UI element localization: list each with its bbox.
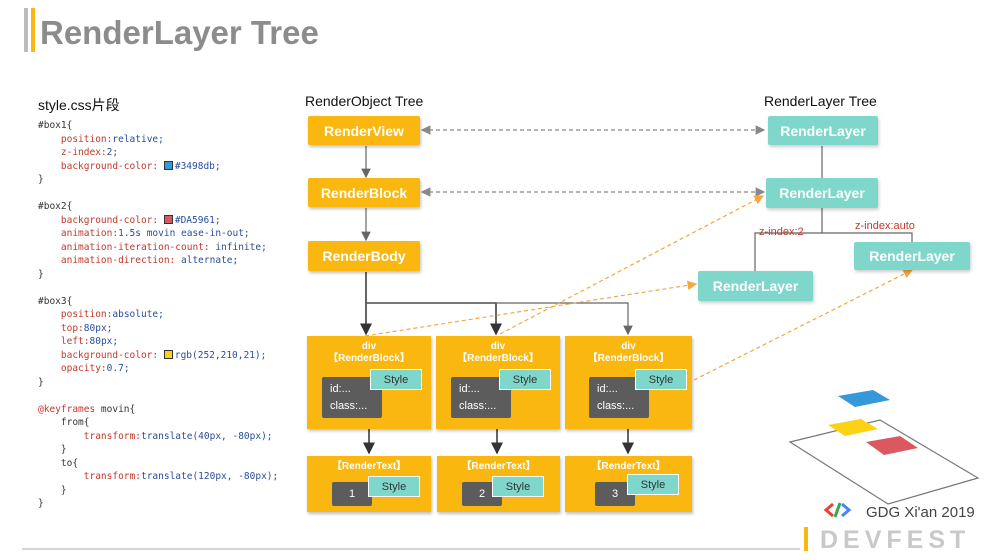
style-badge: Style xyxy=(370,369,422,390)
code-prop: left: xyxy=(60,336,90,347)
code-keyframes-name: movin{ xyxy=(95,403,136,415)
div-tag-label: div xyxy=(621,341,636,352)
devfest-logo-text: DEVFEST xyxy=(820,526,971,554)
class-attr: class:... xyxy=(597,400,635,412)
code-prop: background-color: xyxy=(60,349,164,361)
code-value: absolute; xyxy=(112,309,164,320)
style-badge: Style xyxy=(499,369,551,390)
code-selector: #box1{ xyxy=(38,120,73,131)
code-title: style.css片段 xyxy=(38,97,120,113)
code-prop: animation-direction: xyxy=(60,255,181,266)
render-text-label: 【RenderText】 xyxy=(461,461,536,472)
code-value: rgb(252,210,21); xyxy=(174,349,267,361)
code-keyframe-from: from{ xyxy=(60,417,90,428)
code-value: alternate; xyxy=(181,255,239,266)
gdg-logo-text: GDG Xi'an 2019 xyxy=(866,504,975,521)
code-keyframe-to: to{ xyxy=(60,457,79,469)
class-attr: class:... xyxy=(330,400,368,412)
code-brace: } xyxy=(38,174,44,185)
code-value: translate(120px, -80px); xyxy=(140,471,279,482)
layer-block-children xyxy=(754,208,913,271)
div-render-block-label: 【RenderBlock】 xyxy=(457,353,539,364)
div-card-1: div 【RenderBlock】 id:... class:... Style xyxy=(307,336,431,429)
style-badge: Style xyxy=(368,476,420,497)
node-render-block: RenderBlock xyxy=(308,178,420,207)
devfest-accent-bar xyxy=(804,527,808,551)
render-object-tree-heading: RenderObject Tree xyxy=(305,93,424,109)
div-render-block-label: 【RenderBlock】 xyxy=(328,353,410,364)
render-text-card-3: 【RenderText】 3 Style xyxy=(565,456,692,512)
code-prop: top: xyxy=(60,322,84,334)
code-value: 1.5s movin ease-in-out; xyxy=(118,228,250,239)
code-brace: } xyxy=(38,498,44,509)
code-brace: } xyxy=(38,268,44,280)
style-badge: Style xyxy=(492,476,544,497)
code-value: infinite; xyxy=(215,241,267,253)
node-render-body: RenderBody xyxy=(308,241,420,271)
code-prop: position: xyxy=(60,309,113,320)
code-prop: z-index: xyxy=(60,147,107,158)
code-value: #3498db; xyxy=(174,160,221,172)
arrow-body-to-div3 xyxy=(366,302,633,336)
code-prop: background-color: xyxy=(60,160,164,172)
style-badge: Style xyxy=(635,369,687,390)
layer-node-block: RenderLayer xyxy=(766,178,878,208)
div-tag-label: div xyxy=(490,341,506,352)
css-code-block: #box1{ position:relative; z-index:2; bac… xyxy=(38,119,278,511)
text-node-number: 1 xyxy=(332,482,372,506)
layer-node-root: RenderLayer xyxy=(768,116,878,145)
div-card-2: div 【RenderBlock】 id:... class:... Style xyxy=(436,336,560,429)
render-text-label: 【RenderText】 xyxy=(331,461,407,472)
code-value: 80px; xyxy=(83,322,113,334)
color-swatch-icon xyxy=(163,160,173,170)
code-brace: } xyxy=(38,376,44,388)
link-div2-layer-block xyxy=(499,195,765,335)
code-selector: #box3{ xyxy=(38,295,73,307)
page-title: RenderLayer Tree xyxy=(40,14,319,51)
z-index-auto-label: z-index:auto xyxy=(855,220,915,232)
code-brace: } xyxy=(60,444,67,455)
code-prop: animation-iteration-count: xyxy=(60,241,216,253)
color-swatch-icon xyxy=(163,349,173,359)
link-div3-layer-auto xyxy=(693,269,914,381)
code-value: translate(40px, -80px); xyxy=(140,430,273,442)
render-text-card-1: 【RenderText】 1 Style xyxy=(307,456,431,512)
render-text-label: 【RenderText】 xyxy=(591,461,666,472)
code-value: relative; xyxy=(112,133,164,145)
code-prop: transform: xyxy=(83,471,141,482)
render-layer-tree-heading: RenderLayer Tree xyxy=(764,93,877,109)
class-attr: class:... xyxy=(459,400,497,412)
id-attr: id:... xyxy=(330,383,351,395)
code-at-rule: @keyframes xyxy=(38,403,96,415)
render-text-card-2: 【RenderText】 2 Style xyxy=(437,456,560,512)
node-render-view: RenderView xyxy=(308,116,420,145)
color-swatch-icon xyxy=(163,214,173,224)
code-value: 0.7; xyxy=(106,363,130,374)
id-attr: id:... xyxy=(459,383,480,395)
layer-stack-illustration xyxy=(788,390,980,505)
link-div1-layer-z2 xyxy=(364,280,698,337)
code-value: 80px; xyxy=(89,336,119,347)
code-value: #DA5961; xyxy=(174,214,221,226)
div-render-block-label: 【RenderBlock】 xyxy=(587,353,670,364)
code-selector: #box2{ xyxy=(38,201,73,212)
gdg-logo-icon xyxy=(823,502,852,518)
div-card-3: div 【RenderBlock】 id:... class:... Style xyxy=(565,336,692,429)
code-prop: opacity: xyxy=(60,363,107,374)
code-prop: animation: xyxy=(60,228,119,239)
div-tag-label: div xyxy=(361,341,377,352)
title-accent-bar xyxy=(24,8,28,52)
layer-node-z-index-auto: RenderLayer xyxy=(854,242,970,270)
title-accent-bar-yellow xyxy=(31,8,35,52)
code-prop: background-color: xyxy=(60,214,164,226)
z-index-2-label: z-index:2 xyxy=(759,226,804,238)
code-prop: transform: xyxy=(83,430,141,442)
code-value: 2; xyxy=(106,147,119,158)
code-brace: } xyxy=(60,484,67,496)
layer-node-z-index-2: RenderLayer xyxy=(698,271,813,301)
code-prop: position: xyxy=(60,133,113,145)
style-badge: Style xyxy=(627,474,679,495)
id-attr: id:... xyxy=(597,383,618,395)
